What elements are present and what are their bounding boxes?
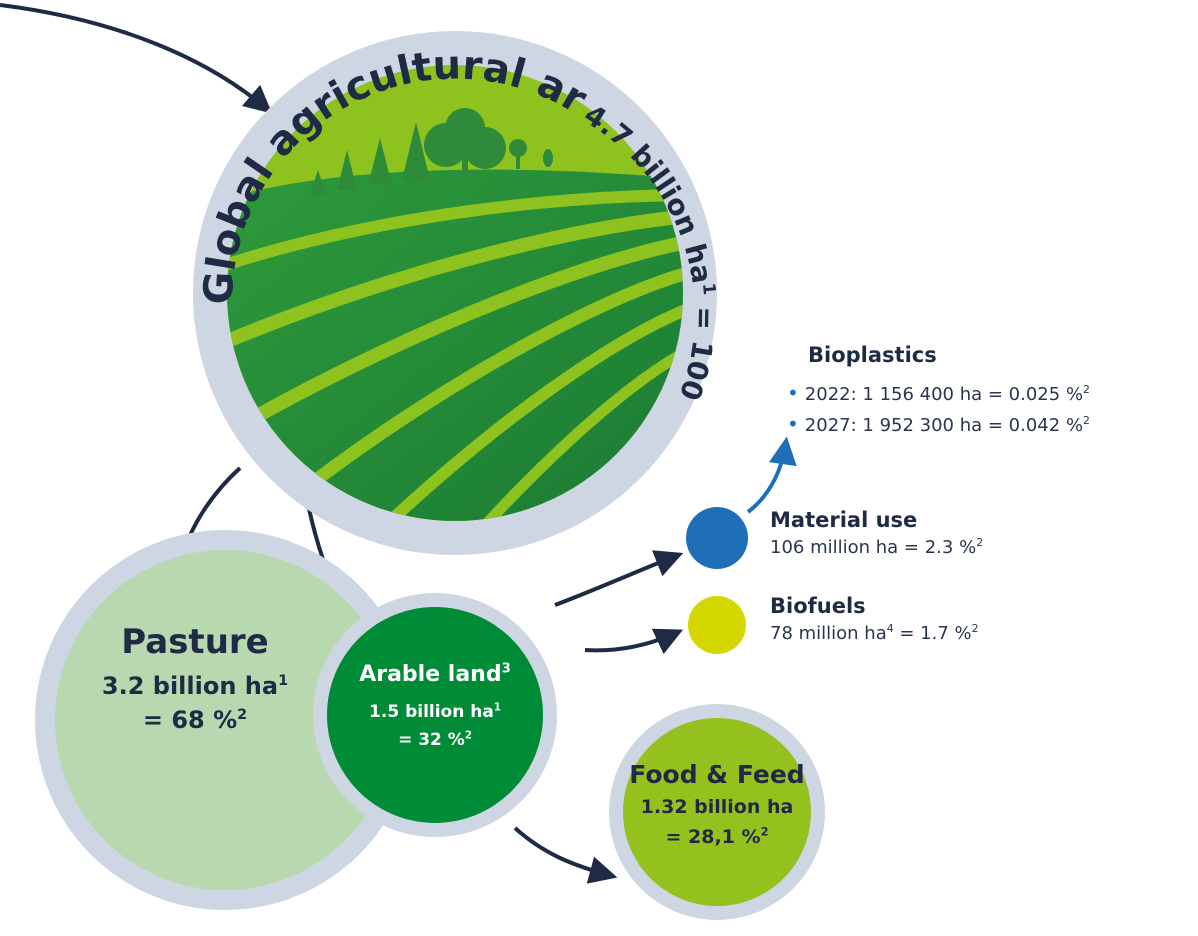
biofuels-title: Biofuels: [770, 594, 866, 618]
arable-percent: = 32 %2: [398, 730, 472, 750]
bioplastics-item-2022: •2022: 1 156 400 ha = 0.025 %2: [787, 381, 1090, 405]
food-feed-area: 1.32 billion ha: [640, 796, 794, 818]
pasture-title: Pasture: [121, 622, 269, 662]
food-feed-circle: [623, 718, 811, 906]
pasture-area: 3.2 billion ha1: [101, 672, 289, 700]
material-use-text: 106 million ha = 2.3 %2: [770, 536, 984, 558]
bioplastics-item-2027: •2027: 1 952 300 ha = 0.042 %2: [787, 412, 1090, 436]
arrow-to-bioplastics: [746, 436, 797, 514]
material-use-dot: [686, 507, 748, 569]
farmland-illustration: [227, 65, 683, 521]
biofuels-dot: [688, 596, 746, 654]
pasture-circle: [55, 550, 395, 890]
biofuels-text: 78 million ha4 = 1.7 %2: [770, 622, 979, 644]
arrow-to-biofuels: [584, 628, 684, 655]
bullet-icon: •: [787, 381, 799, 405]
bioplastics-title: Bioplastics: [808, 343, 937, 367]
bullet-icon: •: [787, 412, 799, 436]
food-feed-percent: = 28,1 %2: [665, 824, 769, 848]
arable-title: Arable land3: [359, 661, 511, 687]
material-use-title: Material use: [770, 508, 918, 532]
arrow-to-material-use: [554, 550, 684, 607]
arrow-to-food-feed: [513, 826, 618, 884]
food-feed-title: Food & Feed: [629, 760, 805, 789]
arrow-into-global: [0, 3, 273, 114]
pasture-percent: = 68 %2: [142, 706, 248, 734]
arable-circle: [327, 607, 543, 823]
arable-area: 1.5 billion ha1: [369, 702, 501, 722]
